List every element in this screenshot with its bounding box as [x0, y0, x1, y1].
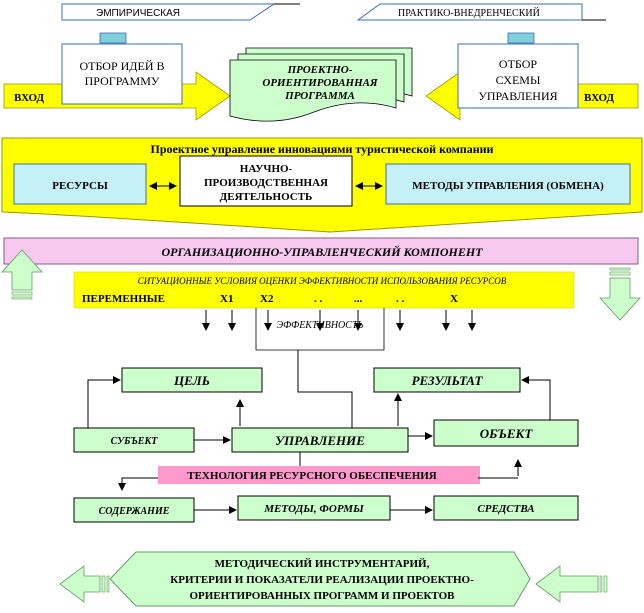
means-box [433, 495, 579, 521]
system-connectors [87, 350, 551, 514]
result-box [373, 367, 521, 393]
x1-label: X1 [220, 293, 233, 305]
x2-label: X2 [260, 293, 274, 305]
methods-forms-label: МЕТОДЫ, ФОРМЫ [263, 503, 364, 515]
connector-tab-left [99, 32, 127, 44]
input-left-label: ВХОД [14, 92, 44, 104]
toolkit-line2: КРИТЕРИИ И ПОКАЗАТЕЛИ РЕАЛИЗАЦИИ ПРОЕКТН… [170, 574, 474, 586]
methods-box [385, 163, 631, 205]
org-component-label: ОРГАНИЗАЦИОННО-УПРАВЛЕНЧЕСКИЙ КОМПОНЕНТ [161, 244, 483, 259]
variables-label: ПЕРЕМЕННЫЕ [82, 293, 165, 305]
right-entry-arrow [535, 565, 608, 603]
innovation-block: Проектное управление инновациями туристи… [1, 137, 643, 233]
toolkit-arrow: МЕТОДИЧЕСКИЙ ИНСТРУМЕНТАРИЙ, КРИТЕРИИ И … [109, 551, 531, 607]
up-arrow-left [1, 249, 43, 300]
goal-box [121, 367, 263, 393]
selection-scheme-line1: ОТБОР [499, 57, 537, 71]
practical-banner: ПРАКТИКО-ВНЕДРЕНЧЕСКИЙ [356, 3, 583, 21]
selection-ideas-box: ОТБОР ИДЕЙ В ПРОГРАММУ [61, 43, 183, 105]
selection-scheme-line3: УПРАВЛЕНИЯ [478, 89, 557, 103]
activity-line3: ДЕЯТЕЛЬНОСТЬ [220, 191, 313, 203]
program-line2: ОРИЕНТИРОВАННАЯ [262, 77, 378, 89]
x-label: X [450, 293, 458, 305]
resources-box [13, 163, 147, 205]
dots3-label: . . [396, 293, 405, 305]
org-component-box [3, 237, 639, 265]
dots2-label: ... [354, 293, 363, 305]
practical-label: ПРАКТИКО-ВНЕДРЕНЧЕСКИЙ [398, 7, 540, 19]
program-document-stack: ПРОЕКТНО- ОРИЕНТИРОВАННАЯ ПРОГРАММА [229, 47, 413, 122]
variable-arrows [202, 310, 476, 331]
methods-label: МЕТОДЫ УПРАВЛЕНИЯ (ОБМЕНА) [412, 180, 604, 192]
conditions-box [73, 271, 575, 309]
empirical-banner: ЭМПИРИЧЕСКАЯ [61, 3, 276, 21]
goal-label: ЦЕЛЬ [173, 373, 210, 388]
program-line3: ПРОГРАММА [284, 90, 355, 102]
means-label: СРЕДСТВА [477, 503, 534, 515]
toolkit-line1: МЕТОДИЧЕСКИЙ ИНСТРУМЕНТАРИЙ, [215, 558, 430, 570]
left-exit-arrow [59, 565, 110, 603]
methods-forms-box [237, 495, 391, 521]
program-line1: ПРОЕКТНО- [287, 64, 353, 76]
down-arrow-right [599, 267, 641, 321]
management-label: УПРАВЛЕНИЕ [275, 433, 365, 448]
subject-box [73, 427, 195, 453]
selection-scheme-box: ОТБОР СХЕМЫ УПРАВЛЕНИЯ [457, 43, 579, 109]
result-label: РЕЗУЛЬТАТ [412, 373, 484, 388]
conditions-title: СИТУАЦИОННЫЕ УСЛОВИЯ ОЦЕНКИ ЭФФЕКТИВНОСТ… [138, 276, 507, 286]
content-label: СОДЕРЖАНИЕ [99, 506, 170, 517]
innovation-title: Проектное управление инновациями туристи… [151, 142, 494, 156]
activity-box [179, 155, 353, 207]
selection-ideas-line2: ПРОГРАММУ [85, 74, 160, 88]
object-box [433, 419, 579, 447]
empirical-label: ЭМПИРИЧЕСКАЯ [96, 8, 180, 19]
selection-ideas-line1: ОТБОР ИДЕЙ В [80, 59, 165, 73]
connector-tab-right [507, 32, 535, 44]
technology-box [158, 466, 480, 484]
management-box [231, 427, 409, 453]
activity-line2: ПРОИЗВОДСТВЕННАЯ [204, 177, 328, 189]
selection-scheme-line2: СХЕМЫ [496, 73, 541, 87]
resources-label: РЕСУРСЫ [52, 180, 108, 192]
toolkit-line3: ОРИЕНТИРОВАННЫХ ПРОГРАММ И ПРОЕКТОВ [189, 590, 455, 602]
input-right-label: ВХОД [584, 92, 614, 104]
subject-label: СУБЪЕКТ [111, 436, 159, 447]
dots1-label: . . [314, 293, 323, 305]
efficiency-outline [255, 308, 385, 351]
content-box [73, 497, 195, 523]
technology-label: ТЕХНОЛОГИЯ РЕСУРСНОГО ОБЕСПЕЧЕНИЯ [187, 470, 437, 482]
activity-line1: НАУЧНО- [240, 163, 293, 175]
object-label: ОБЪЕКТ [480, 426, 534, 441]
